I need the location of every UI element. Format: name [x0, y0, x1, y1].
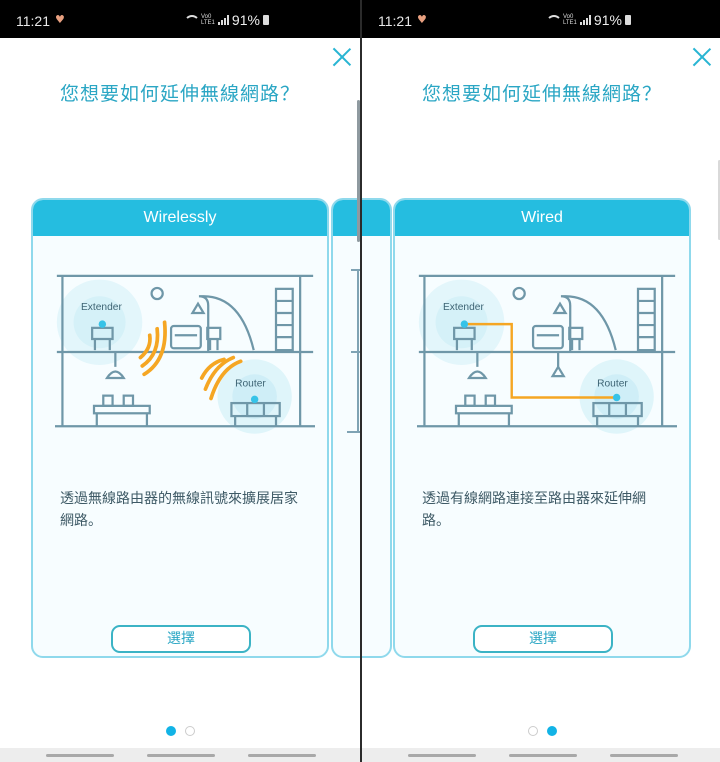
nav-back-handle[interactable] [248, 754, 316, 757]
card-description: 透過無線路由器的無線訊號來擴展居家網路。 [60, 491, 298, 529]
battery-percent: 91% [231, 12, 260, 28]
close-icon[interactable] [692, 47, 712, 67]
nav-home-handle[interactable] [147, 754, 215, 757]
extender-label: Extender [81, 302, 122, 313]
router-label: Router [235, 378, 266, 389]
page-title: 您想要如何延伸無線網路？ [421, 83, 662, 105]
nav-recent-handle[interactable] [408, 754, 476, 757]
status-time: 11:21 [378, 13, 412, 29]
house-wireless-illustration: Extender Router [55, 274, 315, 434]
page-title: 您想要如何延伸無線網路？ [59, 83, 300, 105]
scrollbar-thumb[interactable] [718, 160, 720, 240]
select-button[interactable]: 選擇 [473, 625, 613, 653]
system-nav-bar [362, 748, 720, 762]
nav-back-handle[interactable] [610, 754, 678, 757]
battery-icon [624, 15, 631, 25]
page-indicator [362, 726, 720, 736]
ethernet-cable-icon [464, 322, 617, 399]
wifi-icon [546, 15, 562, 25]
house-wired-illustration: Extender Router [417, 274, 677, 434]
next-card-peek[interactable] [331, 198, 360, 658]
page-dot-2[interactable] [184, 726, 195, 736]
health-heart-icon: ♥ [55, 13, 65, 26]
card-header-peek [333, 200, 360, 236]
wifi-icon [184, 15, 200, 25]
card-header: Wireless­ly [33, 200, 327, 236]
health-heart-icon: ♥ [417, 13, 427, 26]
router-label: Router [597, 378, 628, 389]
card-header: Wired [395, 200, 689, 236]
close-icon[interactable] [332, 47, 352, 67]
select-button[interactable]: 選擇 [111, 625, 251, 653]
page-dot-2[interactable] [546, 726, 557, 736]
signal-strength-icon [579, 15, 591, 25]
card-description: 透過有線網路連接至路由器來延伸網路。 [422, 491, 646, 529]
page-dot-1[interactable] [165, 726, 176, 736]
page-indicator [0, 726, 360, 736]
previous-card-peek[interactable] [362, 198, 392, 658]
signal-strength-icon [217, 15, 229, 25]
system-nav-bar [0, 748, 360, 762]
battery-percent: 91% [593, 12, 622, 28]
extender-label: Extender [443, 302, 484, 313]
page-dot-1[interactable] [527, 726, 538, 736]
illustration-peek [347, 269, 360, 433]
battery-icon [262, 15, 269, 25]
scrollbar-thumb[interactable] [357, 100, 360, 242]
nav-recent-handle[interactable] [46, 754, 114, 757]
card-header-peek [362, 200, 390, 236]
option-card-wired[interactable]: Wired [393, 198, 691, 658]
wireless-signal-icon [138, 320, 243, 401]
status-time: 11:21 [16, 13, 50, 29]
nav-home-handle[interactable] [509, 754, 577, 757]
option-card-wirelessly[interactable]: Wireless­ly [31, 198, 329, 658]
